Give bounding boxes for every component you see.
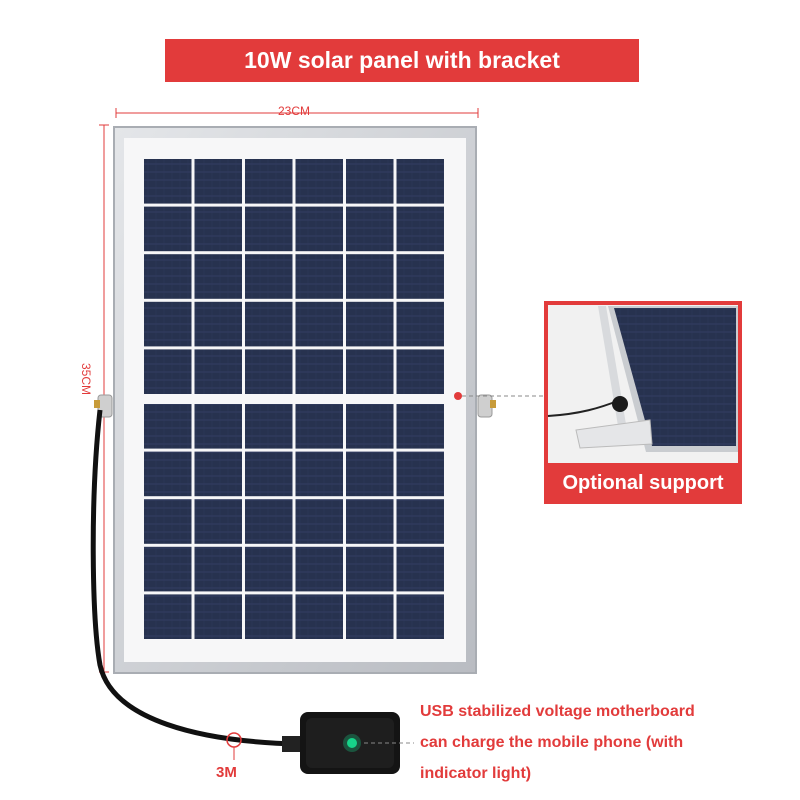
solar-cell	[396, 254, 444, 299]
solar-cell	[295, 594, 343, 639]
solar-cell	[295, 349, 343, 394]
solar-cell	[194, 404, 242, 449]
solar-cell	[295, 301, 343, 347]
solar-cell	[194, 159, 242, 204]
solar-cell	[346, 404, 394, 449]
left-wing-nut	[94, 394, 113, 418]
cable-length-label: 3M	[216, 764, 237, 781]
solar-cell	[346, 594, 394, 639]
solar-cell	[396, 159, 444, 204]
solar-cell	[295, 499, 343, 544]
inset-caption: Optional support	[544, 463, 742, 503]
solar-cell	[245, 254, 293, 299]
solar-cell	[346, 451, 394, 497]
solar-cell	[245, 404, 293, 449]
solar-cell	[144, 301, 192, 347]
solar-cell	[144, 451, 192, 497]
solar-cell	[194, 451, 242, 497]
solar-cell	[245, 594, 293, 639]
solar-cell	[396, 451, 444, 497]
solar-cell	[295, 159, 343, 204]
usb-controller-box	[282, 712, 400, 774]
solar-cell	[144, 349, 192, 394]
solar-cell	[144, 254, 192, 299]
solar-cell	[194, 594, 242, 639]
solar-cell	[396, 301, 444, 347]
solar-cell	[144, 594, 192, 639]
solar-cell	[295, 451, 343, 497]
solar-cell	[295, 254, 343, 299]
solar-cell	[396, 349, 444, 394]
solar-cell	[346, 349, 394, 394]
solar-cell	[245, 499, 293, 544]
right-wing-nut	[477, 394, 496, 418]
power-cable	[90, 409, 301, 747]
solar-cell	[245, 159, 293, 204]
solar-cell	[396, 546, 444, 592]
width-label: 23CM	[278, 104, 311, 118]
solar-cell	[346, 206, 394, 252]
solar-cell	[396, 594, 444, 639]
solar-cell	[194, 206, 242, 252]
solar-cell	[144, 546, 192, 592]
solar-cells	[144, 159, 444, 639]
solar-cell	[194, 254, 242, 299]
solar-cell	[346, 499, 394, 544]
solar-cell	[194, 546, 242, 592]
solar-cell	[396, 206, 444, 252]
solar-cell	[144, 499, 192, 544]
usb-description-line3: indicator light)	[420, 765, 532, 782]
solar-cell	[346, 254, 394, 299]
solar-cell	[194, 301, 242, 347]
solar-cell	[194, 499, 242, 544]
solar-cell	[194, 349, 242, 394]
usb-description-line2: can charge the mobile phone (with	[420, 734, 684, 751]
solar-cell	[295, 404, 343, 449]
solar-cell	[346, 546, 394, 592]
usb-description: USB stabilized voltage motherboard can c…	[420, 696, 790, 789]
usb-description-line1: USB stabilized voltage motherboard	[420, 703, 695, 720]
solar-cell	[144, 159, 192, 204]
width-dimension-line	[115, 108, 479, 118]
indicator-led	[347, 738, 357, 748]
solar-cell	[245, 451, 293, 497]
solar-cell	[396, 499, 444, 544]
title-banner: 10W solar panel with bracket	[165, 39, 639, 82]
solar-cell	[396, 404, 444, 449]
solar-cell	[245, 206, 293, 252]
solar-cell	[295, 206, 343, 252]
solar-cell	[245, 301, 293, 347]
solar-cell	[295, 546, 343, 592]
height-label: 35CM	[79, 363, 93, 396]
solar-cell	[144, 404, 192, 449]
solar-cell	[144, 206, 192, 252]
solar-cell	[346, 159, 394, 204]
solar-cell	[245, 349, 293, 394]
solar-cell	[245, 546, 293, 592]
solar-cell	[346, 301, 394, 347]
callout-dot	[454, 392, 462, 400]
